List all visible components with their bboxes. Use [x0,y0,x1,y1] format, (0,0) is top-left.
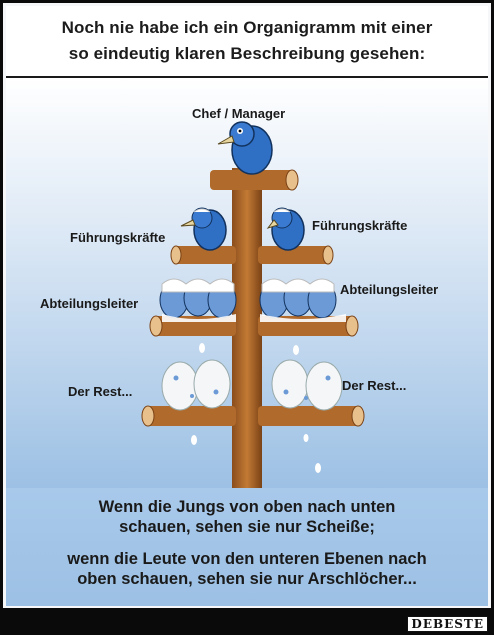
bird-fuehrung-right-icon [266,207,305,251]
branch-level4-left [141,405,236,427]
header-line-1: Noch nie habe ich ein Organigramm mit ei… [61,18,433,37]
birds-rest-right-icon [271,359,343,411]
watermark-logo: DEBESTE [407,616,488,632]
label-abteilung-left: Abteilungsleiter [40,296,139,311]
label-rest-left: Der Rest... [68,384,133,399]
birds-rest-left-icon [161,359,231,411]
caption-line-4: oben schauen, sehen sie nur Arschlöcher.… [77,570,417,588]
cartoon-illustration [6,78,488,490]
header-panel: Noch nie habe ich ein Organigramm mit ei… [6,6,488,78]
caption-line-3: wenn die Leute von den unteren Ebenen na… [67,550,427,568]
label-fuehrung-right: Führungskräfte [312,218,408,233]
drips [191,343,321,473]
label-rest-right: Der Rest... [342,378,407,393]
label-chef: Chef / Manager [192,106,286,121]
branch-level4-right [258,405,365,427]
caption-line-1: Wenn die Jungs von oben nach unten [98,498,396,516]
branch-level2-left [170,245,236,265]
caption-line-2: schauen, sehen sie nur Scheiße; [119,518,375,536]
caption-panel: Wenn die Jungs von oben nach unten schau… [6,488,488,606]
birds-abteilung-left-icon [159,278,237,322]
label-abteilung-right: Abteilungsleiter [340,282,439,297]
header-line-2: so eindeutig klaren Beschreibung gesehen… [68,44,426,63]
bird-fuehrung-left-icon [180,207,227,251]
bird-chef-icon [217,121,273,175]
cartoon-scene: Chef / Manager Führungskräfte Führungskr… [6,78,488,490]
tree-trunk [232,168,262,490]
branch-top [210,169,299,191]
label-fuehrung-left: Führungskräfte [70,230,166,245]
birds-abteilung-right-icon [259,278,346,322]
branch-level2-right [258,245,334,265]
